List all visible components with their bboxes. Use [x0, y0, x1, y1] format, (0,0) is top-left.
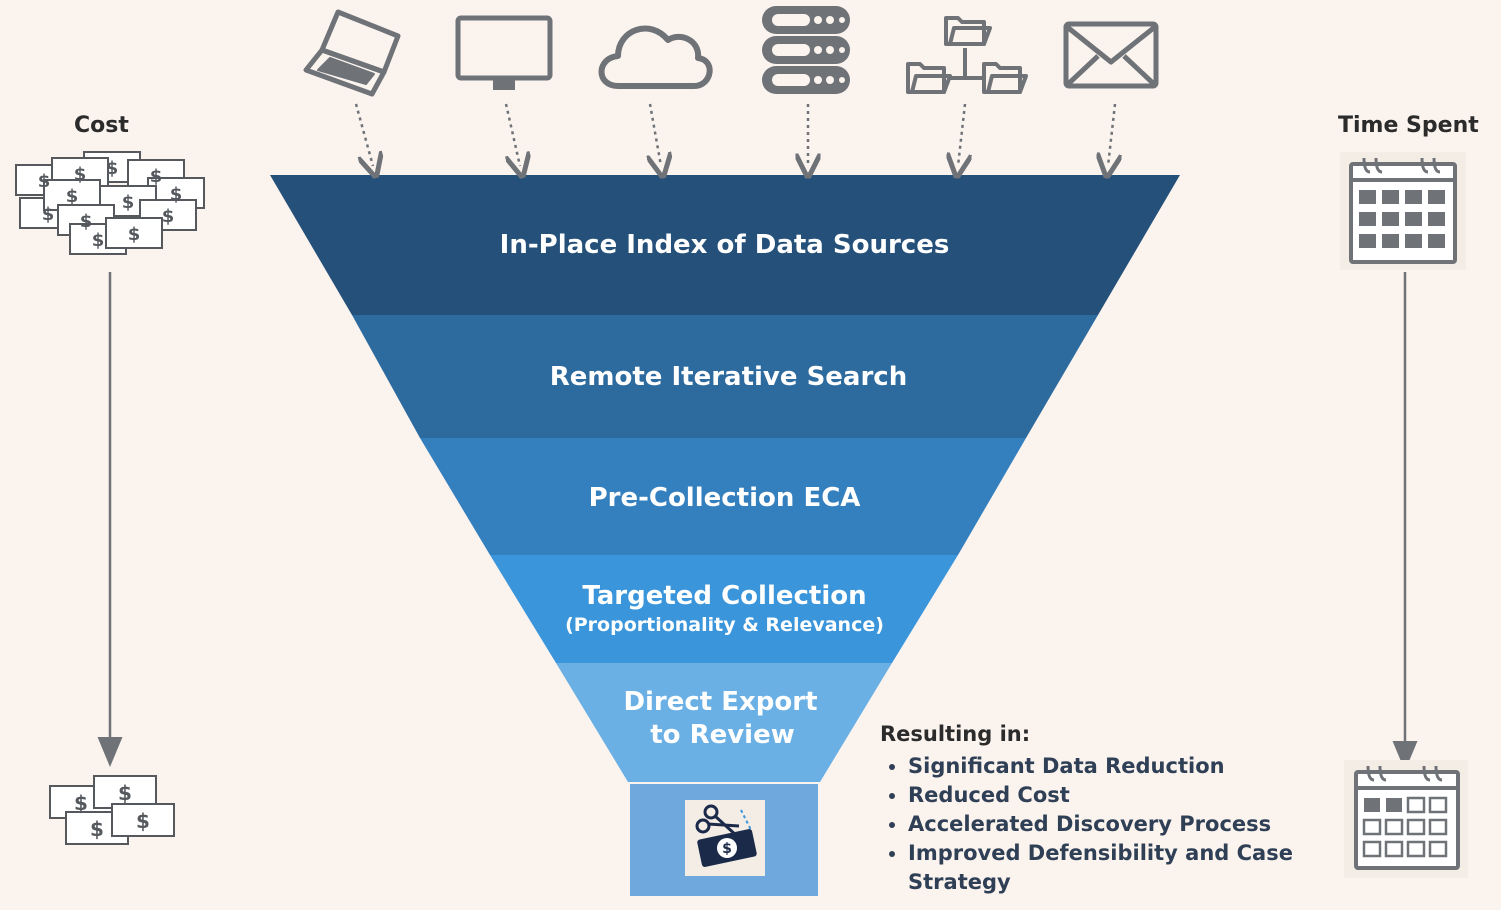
money-small-icon: $$ $$ — [49, 775, 175, 845]
svg-text:$: $ — [90, 817, 104, 841]
stage-2-label: Remote Iterative Search — [549, 362, 908, 392]
server-icon — [762, 6, 850, 94]
svg-text:$: $ — [66, 186, 79, 207]
monitor-icon — [455, 15, 553, 90]
svg-text:$: $ — [122, 192, 135, 213]
svg-text:$: $ — [92, 230, 105, 251]
svg-text:$: $ — [80, 211, 93, 232]
calendar-full-icon — [1340, 152, 1466, 270]
result-item: Significant Data Reduction — [908, 752, 1320, 781]
laptop-icon — [303, 9, 401, 97]
svg-text:$: $ — [150, 166, 163, 187]
svg-text:$: $ — [74, 791, 88, 815]
funnel-stage-4 — [490, 555, 958, 663]
svg-text:$: $ — [136, 809, 150, 833]
stage-1-label: In-Place Index of Data Sources — [499, 230, 950, 260]
calendar-few-icon — [1344, 760, 1468, 878]
money-pile-icon: $$$ $$$ $$$ $$$ — [15, 151, 205, 255]
svg-text:$: $ — [162, 206, 175, 227]
stage-5-label-line1: Direct Export — [623, 687, 818, 717]
stage-5-label-line2: to Review — [650, 720, 795, 750]
envelope-icon — [1063, 21, 1159, 89]
time-spent-label: Time Spent — [1338, 113, 1479, 138]
svg-text:$: $ — [722, 841, 732, 857]
svg-text:$: $ — [128, 224, 141, 245]
svg-text:$: $ — [74, 164, 87, 185]
source-arrows — [354, 103, 1115, 166]
funnel-stage-3 — [420, 438, 1026, 555]
result-item: Accelerated Discovery Process — [908, 810, 1320, 839]
funnel-stage-5 — [556, 663, 892, 782]
results-heading: Resulting in: — [880, 722, 1031, 746]
funnel-stage-1 — [270, 175, 1180, 315]
results-panel: Resulting in: Significant Data Reduction… — [880, 722, 1320, 897]
cloud-icon — [598, 25, 713, 89]
svg-text:$: $ — [118, 781, 132, 805]
svg-text:$: $ — [42, 204, 55, 225]
svg-text:$: $ — [106, 158, 119, 179]
stage-4-sublabel: (Proportionality & Relevance) — [565, 614, 884, 636]
funnel-stage-2 — [352, 315, 1098, 438]
svg-text:$: $ — [38, 171, 51, 192]
result-item: Reduced Cost — [908, 781, 1320, 810]
result-item: Improved Defensibility and Case Strategy — [908, 839, 1320, 897]
folder-tree-icon — [906, 16, 1028, 94]
svg-text:$: $ — [170, 184, 183, 205]
cut-cost-icon: $ — [685, 800, 765, 876]
stage-3-label: Pre-Collection ECA — [588, 483, 861, 513]
results-list: Significant Data Reduction Reduced Cost … — [880, 752, 1320, 897]
cost-label: Cost — [74, 113, 129, 138]
stage-4-label: Targeted Collection — [582, 581, 867, 611]
